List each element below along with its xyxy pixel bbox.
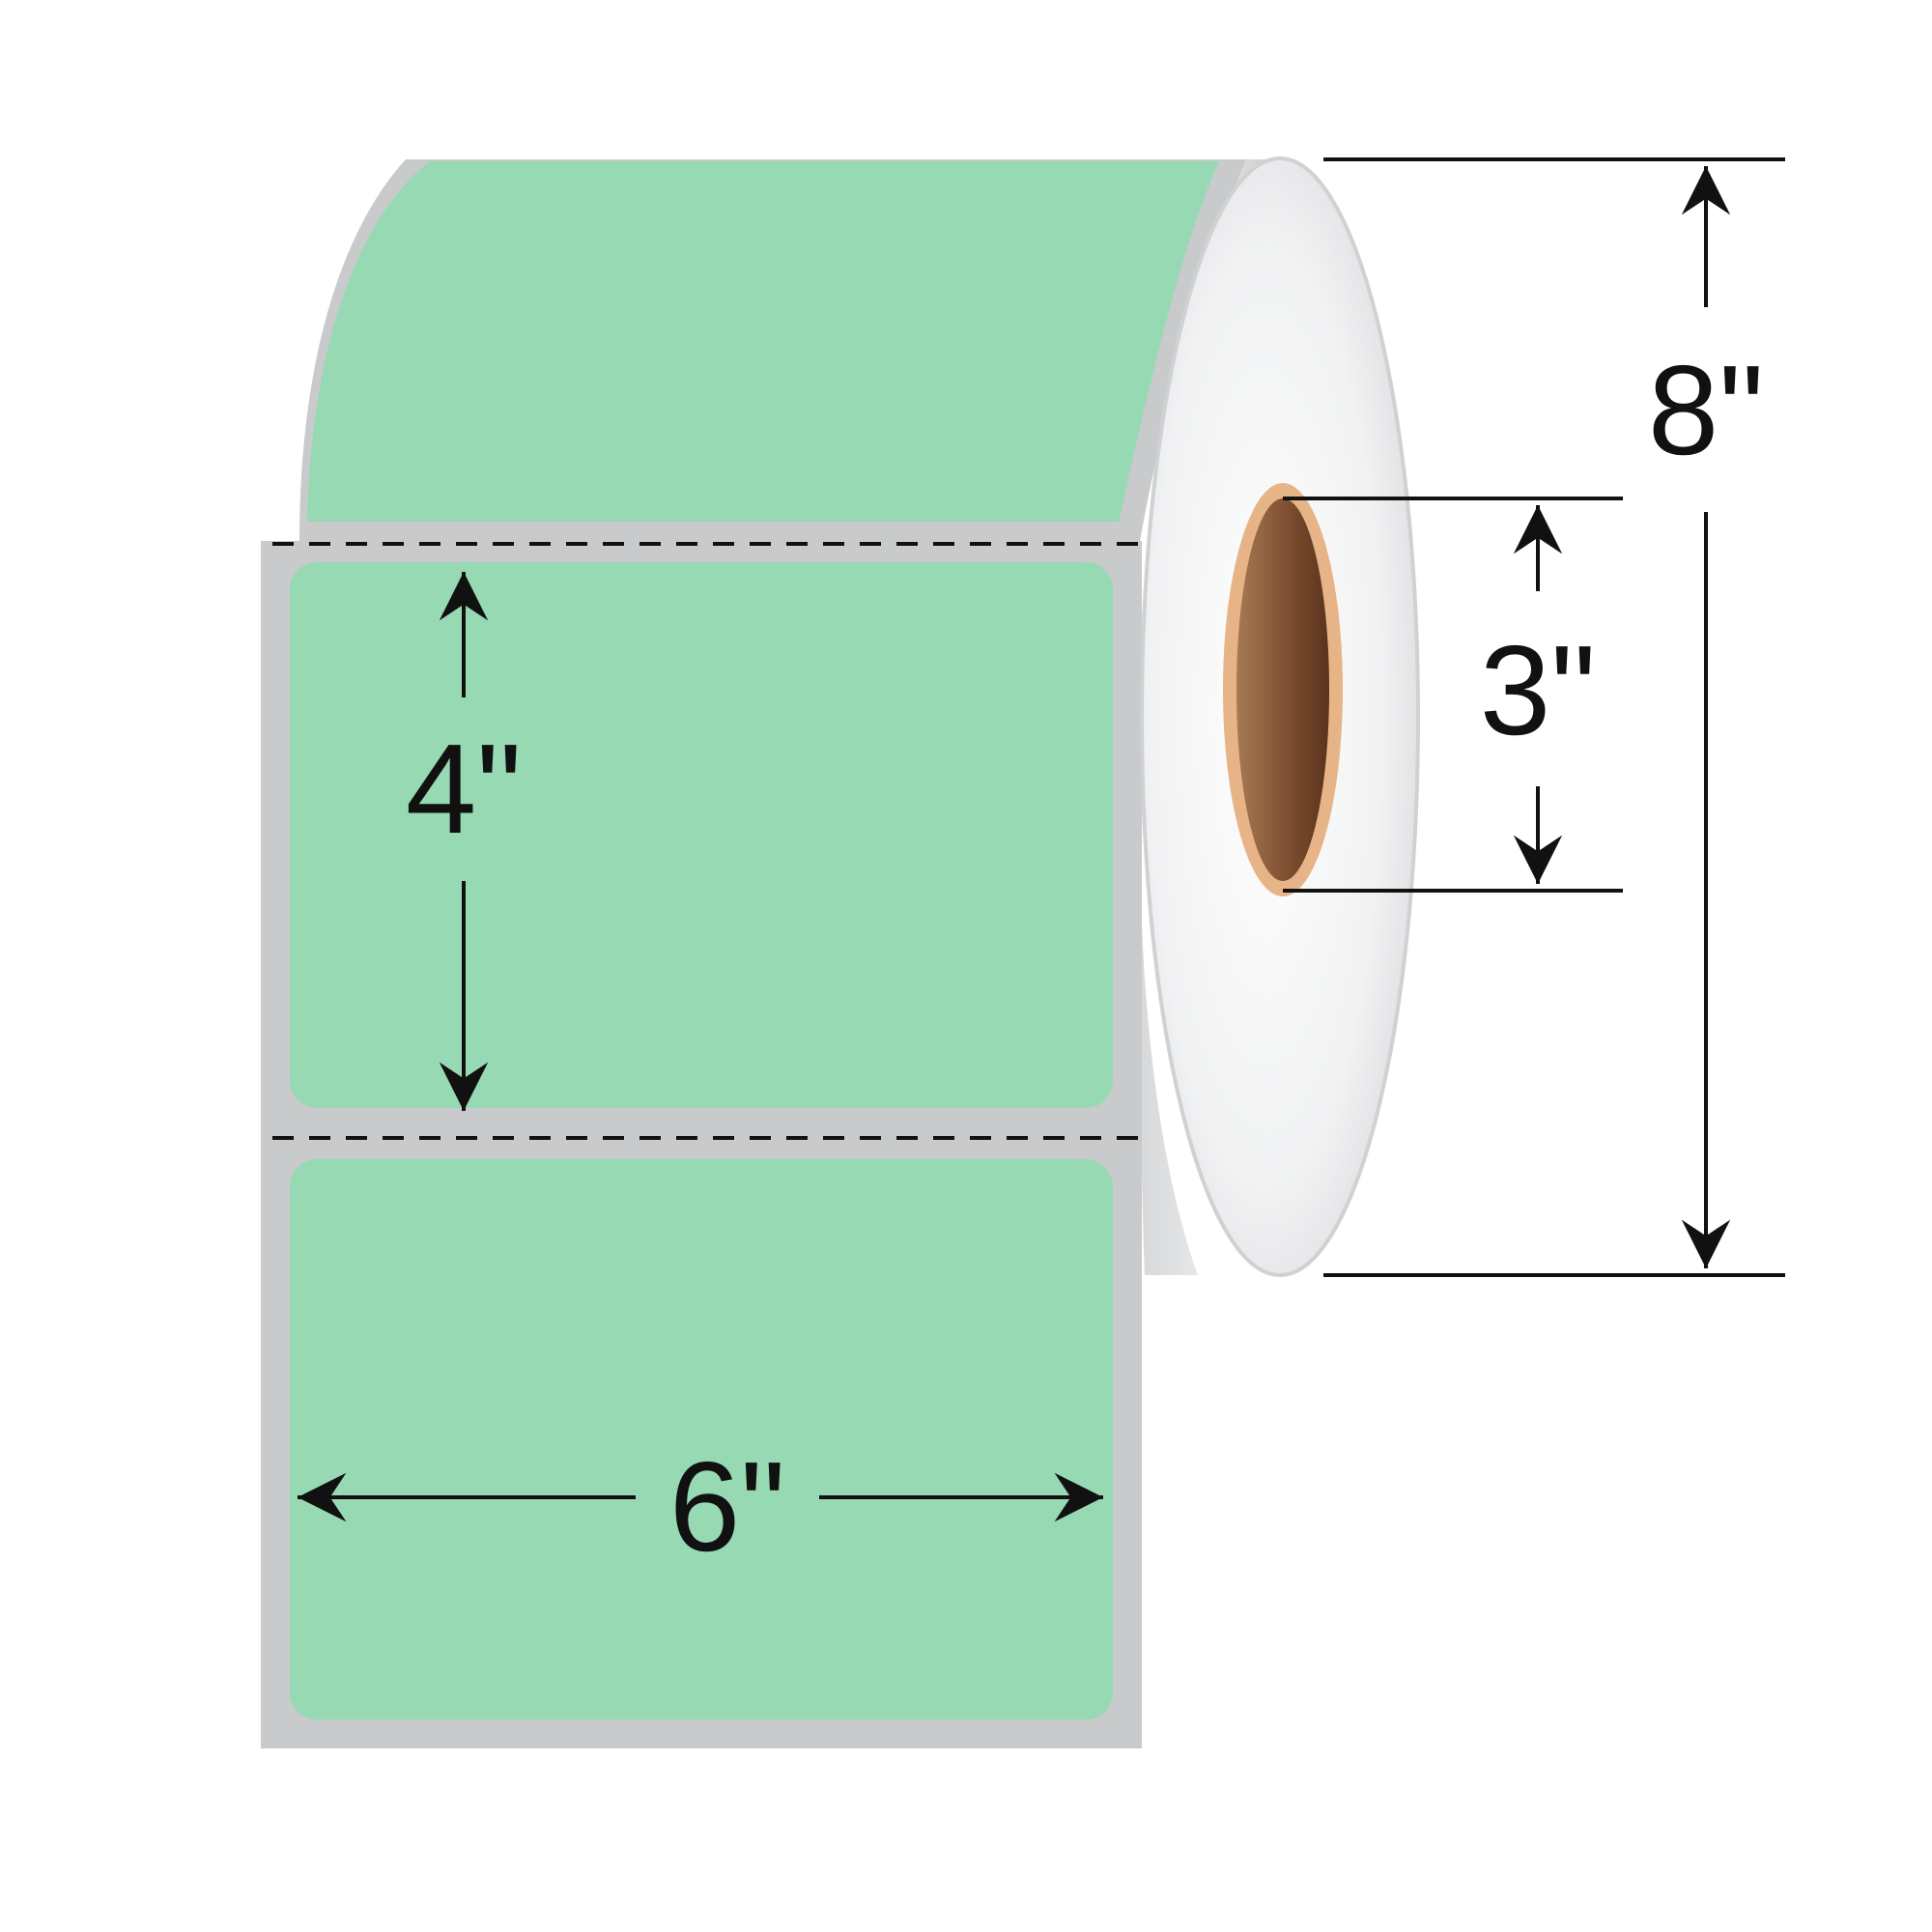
label-width-label: 6" [669,1435,785,1577]
label-height-label: 4" [406,718,522,860]
label-strip [261,541,1142,1748]
roll-face [1140,156,1420,1277]
dimension-lines [298,157,1785,1522]
label-bottom [290,1159,1113,1719]
roll-diameter-label: 8" [1648,339,1764,481]
dimension-labels: 8" 3" 4" 6" [406,339,1764,1577]
label-middle [290,562,1113,1108]
roll-body [299,159,1280,1275]
roll-top-label [307,161,1219,522]
core-diameter-label: 3" [1480,619,1596,761]
core-inner [1236,498,1329,881]
